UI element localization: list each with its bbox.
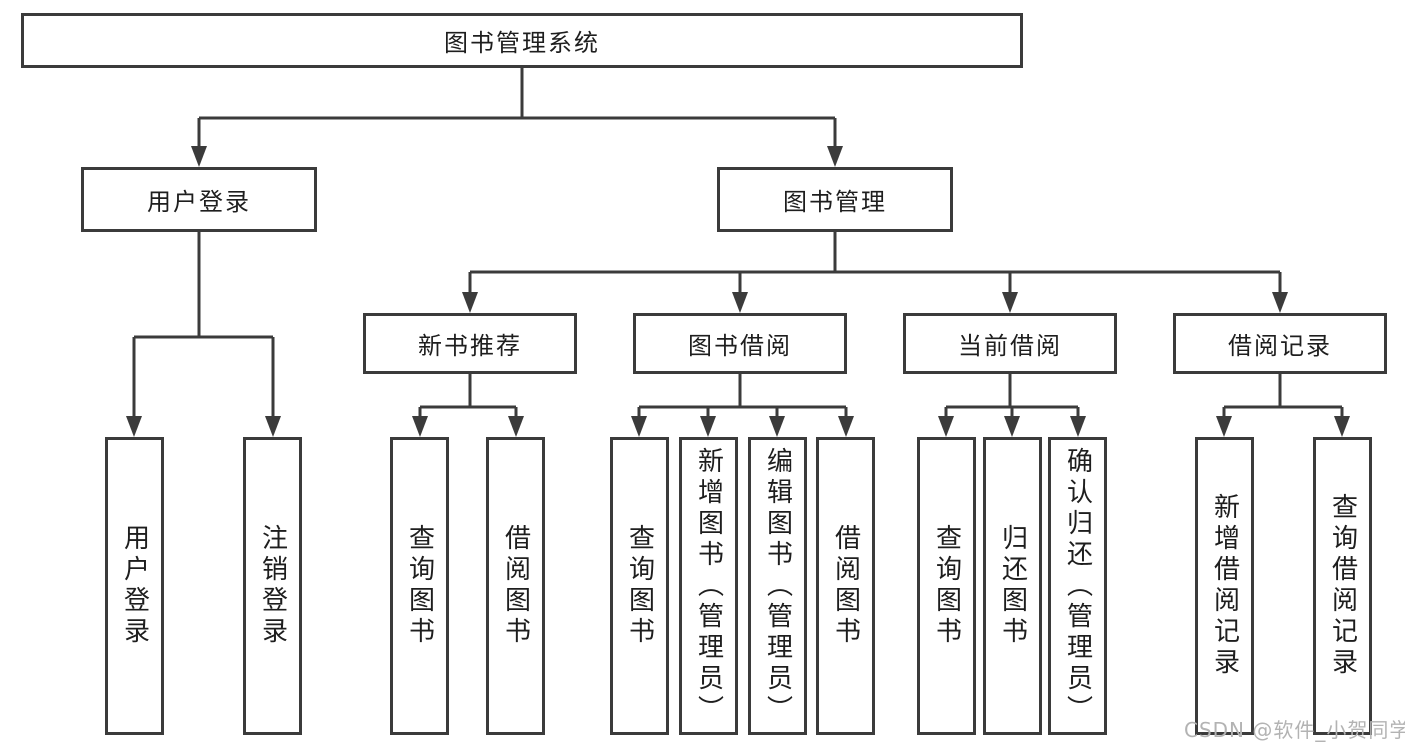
node-library-system: 图书管理系统	[21, 13, 1023, 68]
leaf-cb-confirm-return-admin: 确认归还（管理员）	[1048, 437, 1107, 735]
node-borrow-records: 借阅记录	[1173, 313, 1387, 374]
leaf-nbr-query-book: 查询图书	[390, 437, 449, 735]
watermark-text: CSDN @软件_小贺同学	[1184, 718, 1405, 742]
arrowhead-icons	[126, 146, 1350, 437]
leaf-bb-query-book: 查询图书	[610, 437, 669, 735]
leaf-cb-query-book: 查询图书	[917, 437, 976, 735]
leaf-bb-borrow-book: 借阅图书	[816, 437, 875, 735]
node-book-borrowing: 图书借阅	[633, 313, 847, 374]
leaf-nbr-borrow-book: 借阅图书	[486, 437, 545, 735]
leaf-bb-add-book-admin: 新增图书（管理员）	[679, 437, 738, 735]
leaf-user-login: 用户登录	[105, 437, 164, 735]
leaf-bb-edit-book-admin: 编辑图书（管理员）	[748, 437, 807, 735]
leaf-cb-return-book: 归还图书	[983, 437, 1042, 735]
leaf-br-add-record: 新增借阅记录	[1195, 437, 1254, 735]
node-current-borrowing: 当前借阅	[903, 313, 1117, 374]
node-book-management: 图书管理	[717, 167, 953, 232]
leaf-br-query-record: 查询借阅记录	[1313, 437, 1372, 735]
node-user-login-group: 用户登录	[81, 167, 317, 232]
node-new-book-recommend: 新书推荐	[363, 313, 577, 374]
leaf-logout: 注销登录	[243, 437, 302, 735]
